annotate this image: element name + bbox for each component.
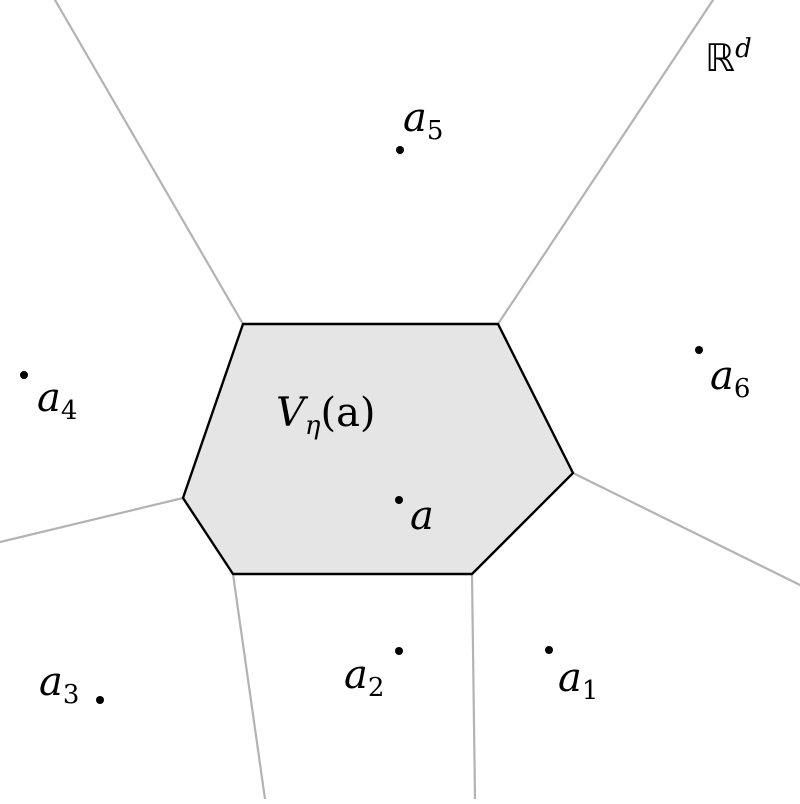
edge-a3-a4 xyxy=(0,496,185,544)
space-symbol: ℝ xyxy=(705,36,736,80)
site-label-a1-index: 1 xyxy=(581,676,599,706)
site-label-a4: a4 xyxy=(37,375,77,424)
edge-a4-a5 xyxy=(53,0,245,326)
space-label: ℝd xyxy=(705,36,752,80)
site-label-a5-index: 5 xyxy=(426,116,444,146)
site-label-a6-index: 6 xyxy=(733,374,751,404)
site-a xyxy=(395,496,403,504)
site-a6 xyxy=(695,346,703,354)
site-label-a4-index: 4 xyxy=(60,396,78,426)
cell-symbol: V xyxy=(276,390,305,436)
edge-a1-a2 xyxy=(470,572,477,801)
cell-subscript: η xyxy=(304,411,321,441)
site-label-a1-base: a xyxy=(558,655,582,701)
site-label-a4-base: a xyxy=(37,375,61,421)
site-label-a2-index: 2 xyxy=(367,673,385,703)
site-label-a: a xyxy=(410,496,434,536)
site-label-a2: a2 xyxy=(344,652,384,701)
site-label-a5: a5 xyxy=(403,95,443,144)
space-exponent: d xyxy=(735,34,752,64)
site-a5 xyxy=(396,146,404,154)
site-a1 xyxy=(545,646,553,654)
site-label-a2-base: a xyxy=(344,652,368,698)
site-a2 xyxy=(395,647,403,655)
cell-label: Vη(a) xyxy=(276,390,376,439)
site-label-a5-base: a xyxy=(403,95,427,141)
site-label-a3-base: a xyxy=(39,659,63,705)
site-label-a-text: a xyxy=(410,493,434,539)
edge-a2-a3 xyxy=(231,572,267,801)
cell-argument: (a) xyxy=(320,390,376,436)
site-label-a3: a3 xyxy=(39,659,79,708)
site-a3 xyxy=(96,696,104,704)
site-label-a6: a6 xyxy=(710,353,750,402)
site-label-a6-base: a xyxy=(710,353,734,399)
edge-a6-a1 xyxy=(571,471,800,587)
edge-a5-a6 xyxy=(496,0,715,326)
site-a4 xyxy=(20,371,28,379)
site-label-a3-index: 3 xyxy=(62,680,80,710)
site-label-a1: a1 xyxy=(558,655,598,704)
voronoi-cell xyxy=(181,322,575,576)
